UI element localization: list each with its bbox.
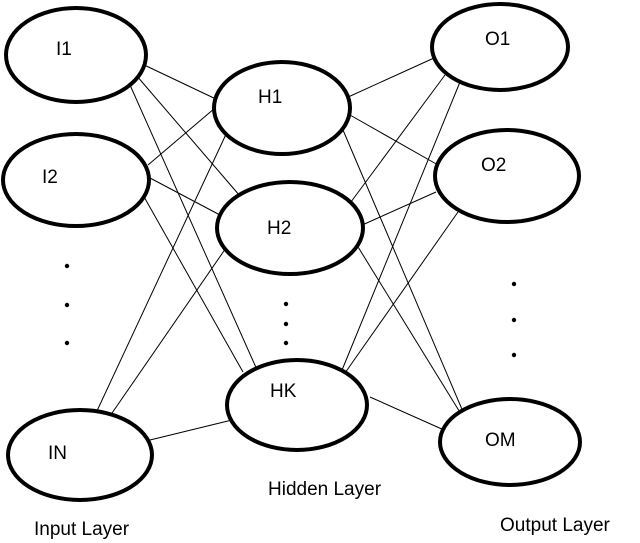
node-in	[6, 408, 154, 502]
layer-captions: Input Layer Hidden Layer Output Layer	[34, 479, 611, 540]
input-layer-caption: Input Layer	[34, 519, 130, 540]
node-o2	[433, 128, 581, 224]
edge-h2-o2	[359, 191, 437, 227]
label-i1: I1	[56, 39, 72, 60]
hidden-layer-caption: Hidden Layer	[268, 479, 382, 500]
edges	[95, 57, 465, 441]
input-ellipsis-dot	[64, 263, 70, 269]
edge-h1-o2	[349, 114, 439, 166]
edge-h2-om	[354, 241, 462, 415]
edge-hk-o1	[339, 81, 461, 376]
label-h2: H2	[267, 218, 291, 239]
output-ellipsis-dot	[511, 281, 517, 287]
label-hk: HK	[270, 381, 297, 402]
hidden-ellipsis-dot	[283, 301, 289, 307]
input-ellipsis-dot	[64, 302, 70, 308]
hidden-ellipsis-dot	[283, 340, 289, 346]
edge-i2-h2	[149, 177, 221, 216]
edge-in-h2	[109, 244, 229, 417]
label-in: IN	[48, 443, 67, 464]
node-hk	[225, 358, 369, 452]
node-labels: I1 I2 IN H1 H2 HK O1 O2 OM	[42, 29, 516, 464]
node-om	[438, 397, 582, 487]
edge-in-hk	[149, 419, 233, 441]
edge-hk-om	[369, 396, 445, 431]
node-i2	[1, 132, 151, 228]
node-h2	[215, 180, 365, 276]
label-o1: O1	[485, 29, 510, 50]
hidden-ellipsis-dot	[283, 321, 289, 327]
nodes	[1, 2, 582, 502]
edge-i1-h2	[135, 74, 241, 197]
edge-i1-h1	[139, 62, 219, 101]
ellipsis-dots	[64, 263, 517, 358]
output-ellipsis-dot	[511, 352, 517, 358]
edge-h1-o1	[345, 57, 435, 99]
output-ellipsis-dot	[511, 317, 517, 323]
label-i2: I2	[42, 167, 58, 188]
edge-i1-hk	[129, 84, 259, 373]
label-om: OM	[485, 430, 516, 451]
edge-h1-om	[342, 129, 465, 415]
node-h1	[212, 60, 352, 156]
edge-hk-o2	[344, 211, 459, 374]
edge-i2-hk	[142, 194, 244, 373]
edge-h2-o1	[344, 74, 446, 211]
edge-i2-h1	[147, 107, 216, 166]
output-layer-caption: Output Layer	[500, 515, 611, 536]
input-ellipsis-dot	[64, 340, 70, 346]
edge-in-h1	[95, 129, 229, 414]
label-o2: O2	[481, 155, 506, 176]
node-i1	[4, 6, 148, 104]
label-h1: H1	[258, 87, 282, 108]
node-o1	[430, 2, 570, 92]
